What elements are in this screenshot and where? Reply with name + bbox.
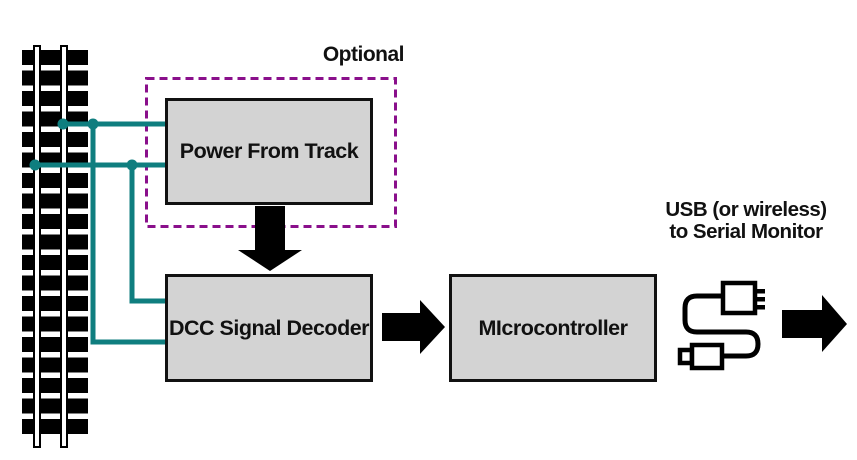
usb-serial-note: USB (or wireless) to Serial Monitor: [640, 199, 852, 243]
microcontroller-label: MIcrocontroller: [478, 315, 629, 340]
dcc-signal-decoder-label: DCC Signal Decoder: [168, 315, 370, 340]
junction-dot: [57, 118, 69, 130]
dcc-signal-decoder-box: DCC Signal Decoder: [165, 274, 373, 382]
arrow-right-icon: [382, 300, 445, 354]
usb-cable-icon: [677, 280, 765, 371]
usb-a-connector: [720, 280, 758, 316]
usb-a-pin: [755, 305, 765, 310]
power-from-track-box: Power From Track: [165, 98, 373, 205]
optional-label: Optional: [322, 43, 405, 66]
usb-cable-cord: [682, 293, 761, 359]
wire-right-rail-to-decoder: [90, 124, 168, 345]
arrow-down-icon: [238, 206, 302, 271]
usb-a-pin: [755, 289, 765, 294]
junction-dot: [87, 118, 99, 130]
junction-dot: [126, 159, 138, 171]
micro-usb-connector: [689, 342, 725, 371]
track-left-rail: [33, 45, 41, 448]
track-right-rail: [60, 45, 68, 448]
microcontroller-box: MIcrocontroller: [449, 274, 657, 382]
arrow-right-icon: [782, 295, 847, 352]
usb-serial-note-line2: to Serial Monitor: [669, 220, 823, 243]
wire-left-rail-to-decoder: [129, 165, 168, 304]
railroad-track-icon: [22, 45, 88, 448]
usb-a-pin: [755, 297, 765, 302]
junction-dot: [29, 159, 41, 171]
power-from-track-label: Power From Track: [179, 139, 359, 163]
usb-serial-note-line1: USB (or wireless): [665, 198, 827, 221]
